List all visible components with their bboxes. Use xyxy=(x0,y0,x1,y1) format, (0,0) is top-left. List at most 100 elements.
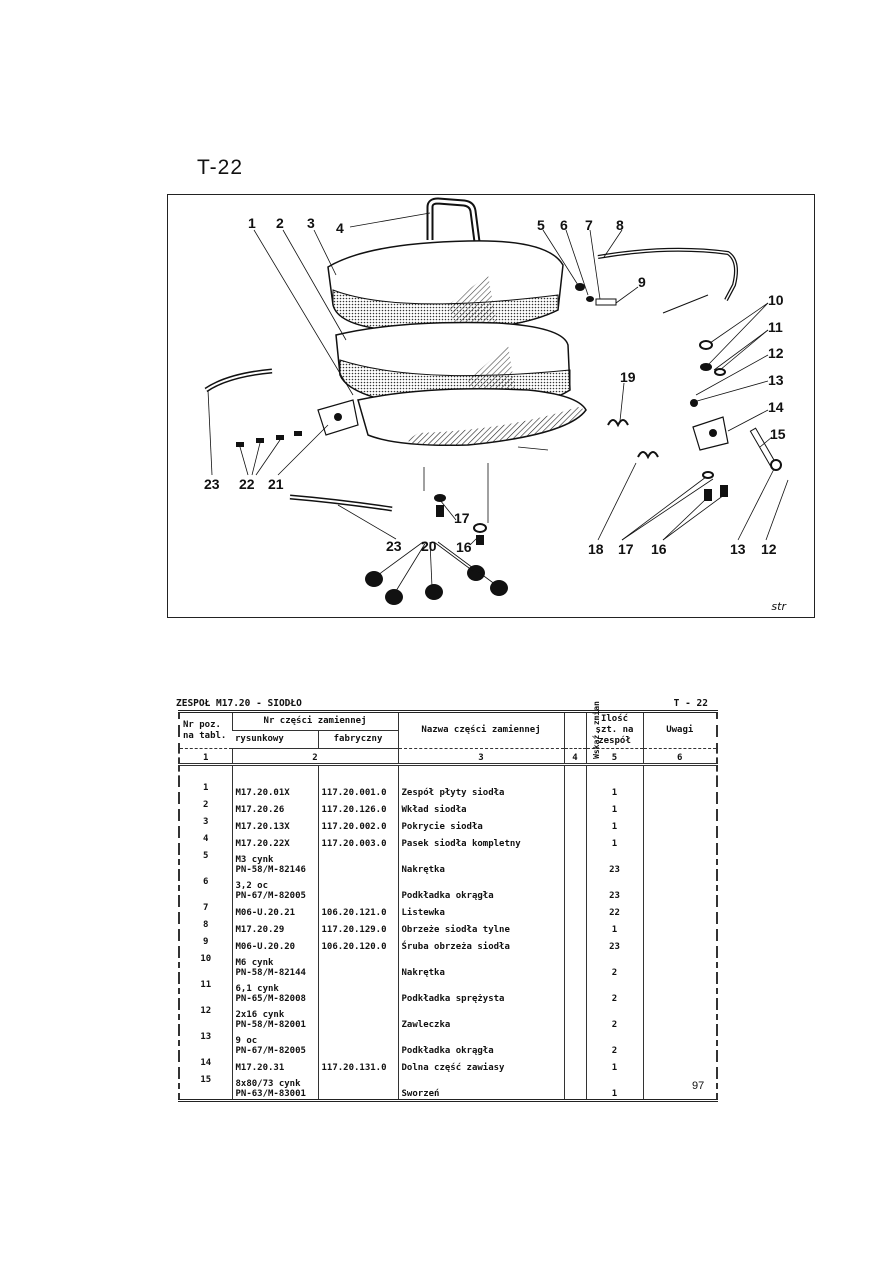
header-notes: Uwagi xyxy=(642,711,718,749)
cell-qty: 2 xyxy=(585,978,644,1004)
cell-drawing: M06-U.20.20 xyxy=(231,935,318,952)
cell-name: Zawleczka xyxy=(397,1004,565,1030)
cell-name: Podkładka okrągła xyxy=(397,1030,565,1056)
cell-factory xyxy=(317,849,399,875)
callout-16-right: 16 xyxy=(651,541,667,557)
assembly-title: ZESPOŁ M17.20 - SIODŁO xyxy=(176,698,302,709)
callout-15: 15 xyxy=(770,426,786,442)
cell-factory: 106.20.121.0 xyxy=(317,901,399,918)
cell-pos: 11 xyxy=(200,980,212,990)
cell-pos: 15 xyxy=(200,1075,212,1085)
callout-1: 1 xyxy=(248,215,256,231)
cell-factory xyxy=(317,952,399,978)
seat-exploded-drawing xyxy=(204,197,789,605)
callout-11: 11 xyxy=(768,319,783,335)
cell-factory xyxy=(317,875,399,901)
callout-4: 4 xyxy=(336,220,344,236)
callout-8: 8 xyxy=(616,217,624,233)
cell-factory xyxy=(317,1004,399,1030)
cell-pos: 13 xyxy=(200,1032,212,1042)
cell-name: Nakrętka xyxy=(397,952,565,978)
callout-9: 9 xyxy=(638,274,646,290)
header-factory: fabryczny xyxy=(317,730,399,749)
column-number: 2 xyxy=(231,748,399,766)
cell-drawing: M17.20.29 xyxy=(231,918,318,935)
cell-name: Podkładka sprężysta xyxy=(397,978,565,1004)
cell-factory: 117.20.002.0 xyxy=(317,815,399,832)
callout-7: 7 xyxy=(585,217,593,233)
table-caption: ZESPOŁ M17.20 - SIODŁO T - 22 xyxy=(176,698,716,709)
draftsman-signature: str xyxy=(771,600,786,613)
callout-23-bottom: 23 xyxy=(386,538,402,554)
column-number-row: 1 2 3 4 5 6 xyxy=(179,748,718,766)
cell-name: Pokrycie siodła xyxy=(397,815,565,832)
cell-qty: 2 xyxy=(585,1004,644,1030)
cell-pos: 14 xyxy=(200,1058,212,1068)
table-plate-code: T - 22 xyxy=(673,698,708,709)
column-number: 5 xyxy=(585,748,644,766)
callout-19: 19 xyxy=(620,369,636,385)
cell-pos: 10 xyxy=(200,954,212,964)
cell-factory: 117.20.003.0 xyxy=(317,832,399,849)
table-row: 10 M6 cynk PN-58/M-82144 Nakrętka 2 xyxy=(179,952,718,978)
cell-drawing: M6 cynk PN-58/M-82144 xyxy=(231,952,318,978)
cell-qty: 1 xyxy=(585,815,644,832)
callout-2: 2 xyxy=(276,215,284,231)
callout-23-left: 23 xyxy=(204,476,220,492)
callout-16-center: 16 xyxy=(456,539,472,555)
cell-qty: 1 xyxy=(585,832,644,849)
cell-qty: 1 xyxy=(585,798,644,815)
column-number: 3 xyxy=(397,748,565,766)
cell-drawing: M06-U.20.21 xyxy=(231,901,318,918)
callout-20: 20 xyxy=(421,538,437,554)
cell-qty: 23 xyxy=(585,849,644,875)
callout-13: 13 xyxy=(768,372,784,388)
cell-drawing: M17.20.22X xyxy=(231,832,318,849)
cell-drawing: 8x80/73 cynk PN-63/M-83001 xyxy=(231,1073,318,1101)
cell-name: Wkład siodła xyxy=(397,798,565,815)
cell-qty: 2 xyxy=(585,1030,644,1056)
cell-factory xyxy=(317,1073,399,1101)
cell-factory xyxy=(317,978,399,1004)
cell-factory: 117.20.126.0 xyxy=(317,798,399,815)
cell-pos: 3 xyxy=(203,817,209,827)
callout-21: 21 xyxy=(268,476,284,492)
callout-12-bottom: 12 xyxy=(761,541,777,557)
cell-name: Listewka xyxy=(397,901,565,918)
cell-name: Zespół płyty siodła xyxy=(397,781,565,798)
cell-drawing: M3 cynk PN-58/M-82146 xyxy=(231,849,318,875)
cell-pos: 1 xyxy=(203,783,209,793)
cell-qty: 2 xyxy=(585,952,644,978)
cell-pos: 12 xyxy=(200,1006,212,1016)
cell-pos: 9 xyxy=(203,937,209,947)
cell-name: Sworzeń xyxy=(397,1073,565,1101)
callout-18: 18 xyxy=(588,541,604,557)
callout-6: 6 xyxy=(560,217,568,233)
column-number: 1 xyxy=(179,748,232,766)
header-pos: Nr poz. na tabl. xyxy=(183,719,227,741)
cell-drawing: M17.20.31 xyxy=(231,1056,318,1073)
cell-qty: 1 xyxy=(585,781,644,798)
parts-table: Nr poz. na tabl. Nr części zamiennej Naz… xyxy=(178,701,719,1102)
callout-10: 10 xyxy=(768,292,784,308)
callout-12: 12 xyxy=(768,345,784,361)
cell-pos: 5 xyxy=(203,851,209,861)
cell-qty: 22 xyxy=(585,901,644,918)
page-number: 97 xyxy=(692,1080,705,1092)
cell-pos: 2 xyxy=(203,800,209,810)
callout-14: 14 xyxy=(768,399,784,415)
cell-qty: 1 xyxy=(585,1056,644,1073)
cell-drawing: M17.20.01X xyxy=(231,781,318,798)
cell-pos: 4 xyxy=(203,834,209,844)
